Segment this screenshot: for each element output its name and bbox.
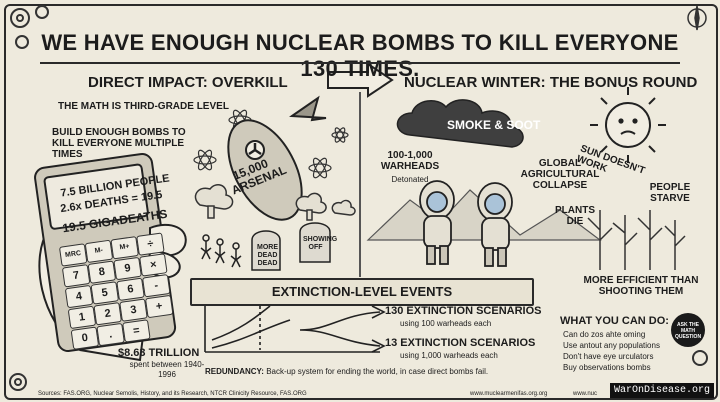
action-item-1: Can do zos ahte oming — [563, 330, 646, 339]
section-divider — [359, 92, 361, 277]
key-6[interactable]: 6 — [116, 277, 145, 302]
bomb-illustration — [227, 95, 327, 221]
key-5[interactable]: 5 — [90, 281, 120, 305]
gear-icon — [692, 350, 708, 366]
cost-caption: spent between 1940-1996 — [129, 360, 205, 379]
stick-figures — [200, 234, 242, 268]
footer-url-1[interactable]: www.muclearmenifas.org.org — [470, 391, 548, 397]
redundancy-label: REDUNDANCY: — [205, 367, 264, 376]
key-minus[interactable]: - — [142, 274, 171, 298]
redundancy-text: Back-up system for ending the world, in … — [266, 367, 489, 376]
key-4[interactable]: 4 — [64, 284, 94, 309]
key-m-minus[interactable]: M- — [84, 239, 114, 264]
efficient-label: MORE EFFICIENT THAN SHOOTING THEM — [583, 275, 699, 297]
plants-label: PLANTS DIE — [555, 205, 595, 227]
compass-icon — [687, 5, 707, 31]
grave-2-text: SHOWING OFF — [303, 236, 338, 251]
gear-icon — [9, 373, 27, 391]
action-item-4: Buy observations bombs — [563, 363, 651, 372]
smoke-cloud-icon — [396, 99, 524, 148]
dead-plants — [587, 210, 686, 270]
key-equals[interactable]: = — [122, 319, 151, 343]
key-1[interactable]: 1 — [67, 305, 97, 330]
build-text: BUILD ENOUGH BOMBS TO KILL EVERYONE MULT… — [52, 127, 186, 160]
watermark: WarOnDisease.org — [609, 383, 714, 398]
key-0[interactable]: 0 — [70, 326, 100, 350]
action-heading: WHAT YOU CAN DO: — [560, 315, 669, 327]
key-divide[interactable]: ÷ — [136, 232, 165, 256]
warheads-sub: Detonated — [391, 175, 429, 184]
extinction-banner: EXTINCTION-LEVEL EVENTS — [190, 278, 534, 306]
key-m-plus[interactable]: M+ — [110, 236, 139, 260]
atom-icon — [193, 109, 349, 179]
cost-value: $8.63 TRILLION — [118, 347, 200, 359]
key-plus[interactable]: + — [144, 294, 174, 319]
badge-text: ASK THE MATH QUESTION — [674, 322, 702, 340]
scenario-1-title: 130 EXTINCTION SCENARIOS — [385, 305, 542, 317]
left-heading: DIRECT IMPACT: OVERKILL — [88, 74, 288, 91]
badge-circle — [671, 313, 705, 347]
scenario-1-sub: using 100 warheads each — [400, 319, 492, 328]
calculator-keypad: MRC M- M+ ÷ 7 8 9 × 4 5 6 - 1 2 3 + 0 . … — [58, 230, 193, 356]
key-7[interactable]: 7 — [61, 264, 91, 288]
action-item-2: Use antout any populations — [563, 341, 660, 350]
gear-icon — [10, 5, 49, 49]
page-title: WE HAVE ENOUGH NUCLEAR BOMBS TO KILL EVE… — [41, 30, 679, 81]
starve-label: PEOPLE STARVE — [649, 182, 691, 204]
action-item-3: Don't have eye urculators — [563, 352, 654, 361]
poster-frame — [4, 4, 718, 400]
key-8[interactable]: 8 — [87, 260, 117, 284]
key-mrc[interactable]: MRC — [58, 243, 88, 267]
warheads-label: 100-1,000 WARHEADS — [380, 150, 440, 172]
key-dot[interactable]: . — [96, 322, 125, 347]
title-rule — [40, 62, 680, 64]
scenario-2-sub: using 1,000 warheads each — [400, 351, 498, 360]
gravestones — [251, 222, 331, 271]
cold-person-illustration — [419, 180, 513, 267]
redundancy-line: REDUNDANCY: Back-up system for ending th… — [205, 367, 575, 377]
key-multiply[interactable]: × — [139, 253, 168, 277]
arrow-right-icon — [327, 62, 394, 98]
extinction-graph — [204, 298, 386, 353]
collapse-label: GLOBAL AGRICULTURAL COLLAPSE — [520, 158, 600, 191]
sources-text: Sources: FAS.ORG, Nuclear Semolis, Histo… — [38, 391, 307, 397]
key-3[interactable]: 3 — [119, 298, 148, 322]
extinction-heading: EXTINCTION-LEVEL EVENTS — [271, 284, 453, 299]
grave-1-text: MORE DEAD DEAD — [257, 244, 278, 267]
left-subheading: THE MATH IS THIRD-GRADE LEVEL — [58, 101, 229, 112]
key-9[interactable]: 9 — [113, 256, 142, 281]
cloud-label: SMOKE & SOOT — [447, 118, 541, 132]
right-heading: NUCLEAR WINTER: THE BONUS ROUND — [404, 74, 698, 91]
sun-icon — [590, 87, 666, 163]
footer-url-2[interactable]: www.nuc — [573, 391, 598, 397]
mushroom-cloud-icon — [194, 184, 356, 221]
scenario-2-title: 13 EXTINCTION SCENARIOS — [385, 337, 536, 349]
key-2[interactable]: 2 — [93, 302, 122, 326]
